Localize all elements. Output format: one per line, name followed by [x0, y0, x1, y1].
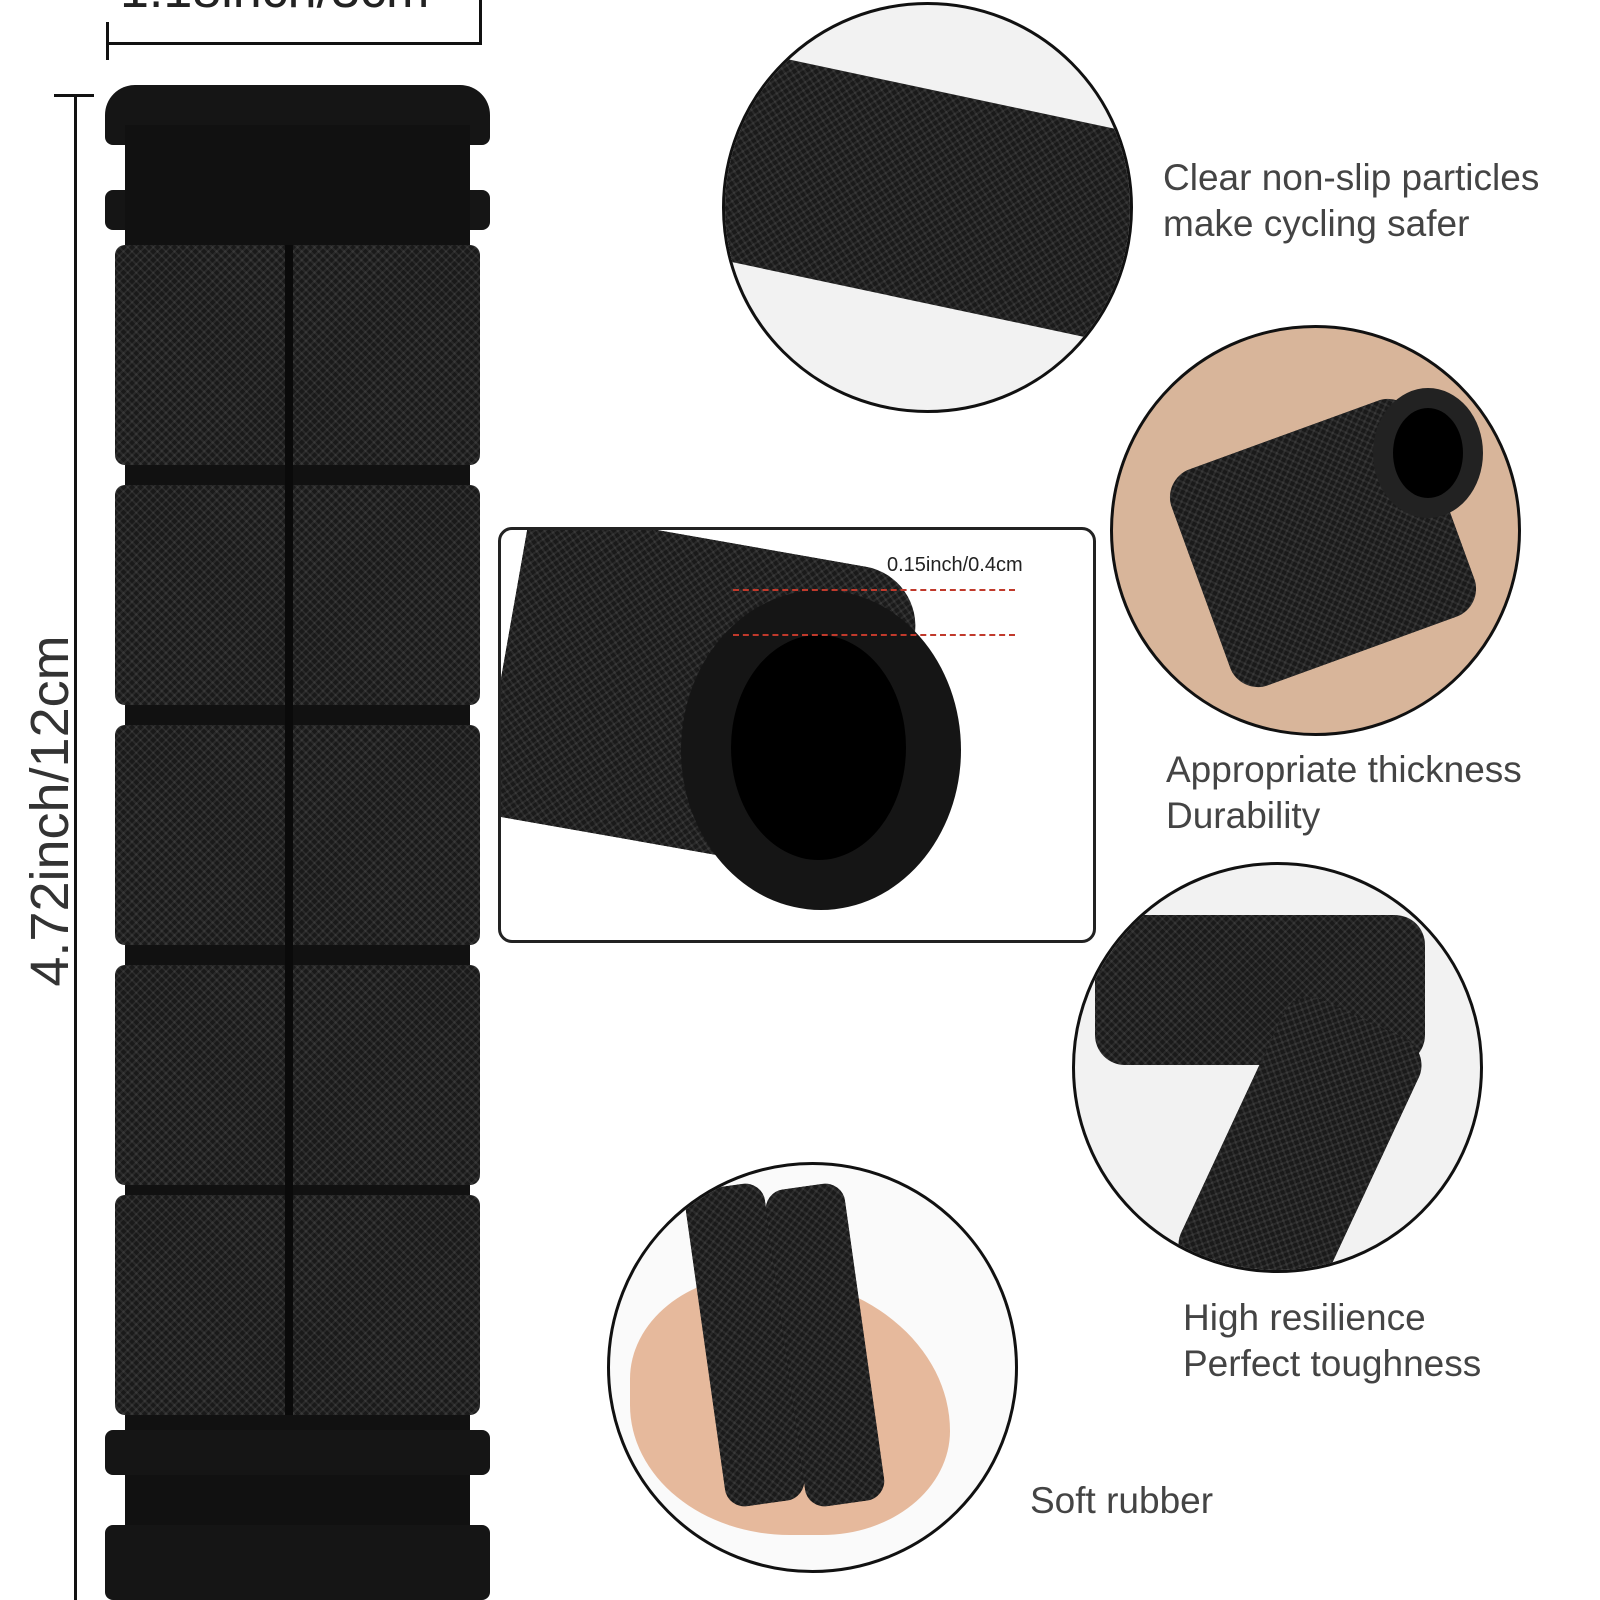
texture-closeup-image: [722, 2, 1133, 413]
hand-holding-grips-image: [607, 1162, 1018, 1573]
feature-4-text: Soft rubber: [1030, 1480, 1214, 1521]
feature-2-text: Appropriate thickness Durability: [1166, 747, 1522, 839]
width-dimension-label: 1.18inch/3cm: [120, 0, 429, 20]
feature-3-line1: High resilience: [1183, 1297, 1426, 1338]
length-tick-top: [54, 94, 94, 97]
wall-marker-inner: [733, 634, 1015, 636]
width-tick-right: [479, 0, 482, 45]
grip-main-image: [105, 85, 490, 1600]
feature-2-line1: Appropriate thickness: [1166, 749, 1522, 790]
width-tick-left: [106, 22, 109, 60]
feature-3-text: High resilience Perfect toughness: [1183, 1295, 1481, 1387]
feature-1-line1: Clear non-slip particles: [1163, 157, 1540, 198]
feature-3-line2: Perfect toughness: [1183, 1343, 1482, 1384]
bend-closeup-image: [1072, 862, 1483, 1273]
wall-thickness-panel: 0.15inch/0.4cm: [498, 527, 1096, 943]
feature-1-text: Clear non-slip particles make cycling sa…: [1163, 155, 1539, 247]
wall-marker-outer: [733, 589, 1015, 591]
wall-thickness-label: 0.15inch/0.4cm: [887, 554, 1023, 576]
length-dimension-label: 4.72inch/12cm: [20, 635, 80, 987]
width-dimension-line: [108, 42, 482, 45]
thickness-closeup-image: [1110, 325, 1521, 736]
feature-2-line2: Durability: [1166, 795, 1321, 836]
length-dimension-line: [74, 94, 77, 1600]
feature-1-line2: make cycling safer: [1163, 203, 1470, 244]
